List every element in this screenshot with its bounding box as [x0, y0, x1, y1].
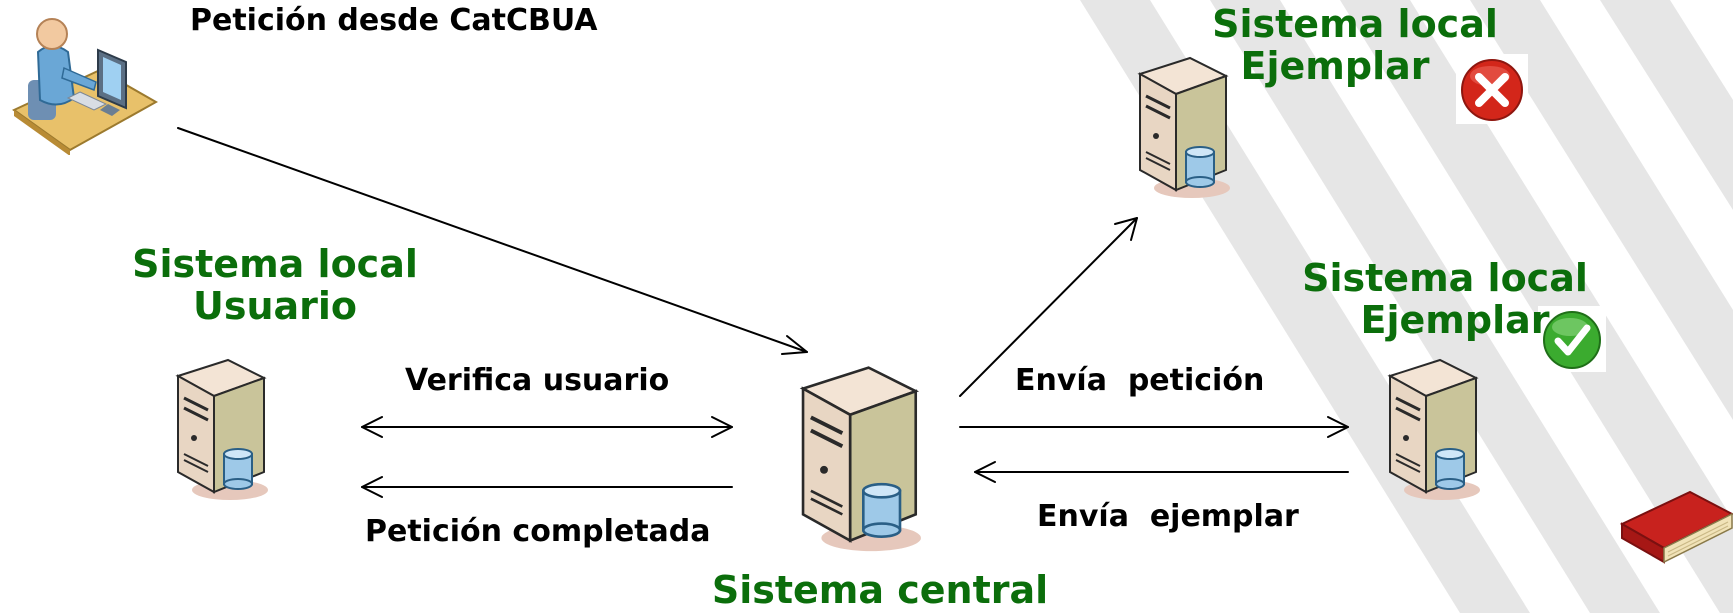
user-system-label: Sistema local Usuario — [130, 242, 420, 328]
user-system-label-line1: Sistema local — [132, 242, 418, 286]
verify-user-label: Verifica usuario — [405, 363, 670, 398]
request-origin-label: Petición desde CatCBUA — [190, 3, 598, 38]
item-system-a-label-line2: Ejemplar — [1240, 43, 1430, 88]
red-x-icon — [1456, 54, 1528, 124]
server-with-database-icon-item-b — [1387, 358, 1480, 500]
user-system-label-line2: Usuario — [192, 283, 358, 328]
item-system-b-label: Sistema local Ejemplar — [1300, 256, 1590, 342]
green-check-icon — [1538, 306, 1606, 372]
server-with-database-icon-central — [799, 366, 921, 552]
item-system-b-label-line1: Sistema local — [1302, 256, 1588, 300]
item-system-a-label: Sistema local Ejemplar — [1210, 2, 1500, 88]
send-request-label: Envía petición — [1015, 363, 1265, 398]
server-with-database-icon-user — [175, 358, 268, 500]
request-completed-label: Petición completada — [365, 514, 711, 549]
red-book-icon — [1620, 490, 1733, 564]
arrow-central-to-item-system-a — [959, 217, 1138, 397]
item-system-a-label-line1: Sistema local — [1212, 2, 1498, 46]
item-system-b-label-line2: Ejemplar — [1360, 297, 1550, 342]
arrow-request-to-central — [177, 127, 808, 353]
server-with-database-icon-item-a — [1137, 56, 1230, 198]
person-at-computer-icon — [12, 18, 158, 155]
central-system-label: Sistema central — [711, 568, 1049, 612]
send-item-label: Envía ejemplar — [1037, 499, 1299, 534]
